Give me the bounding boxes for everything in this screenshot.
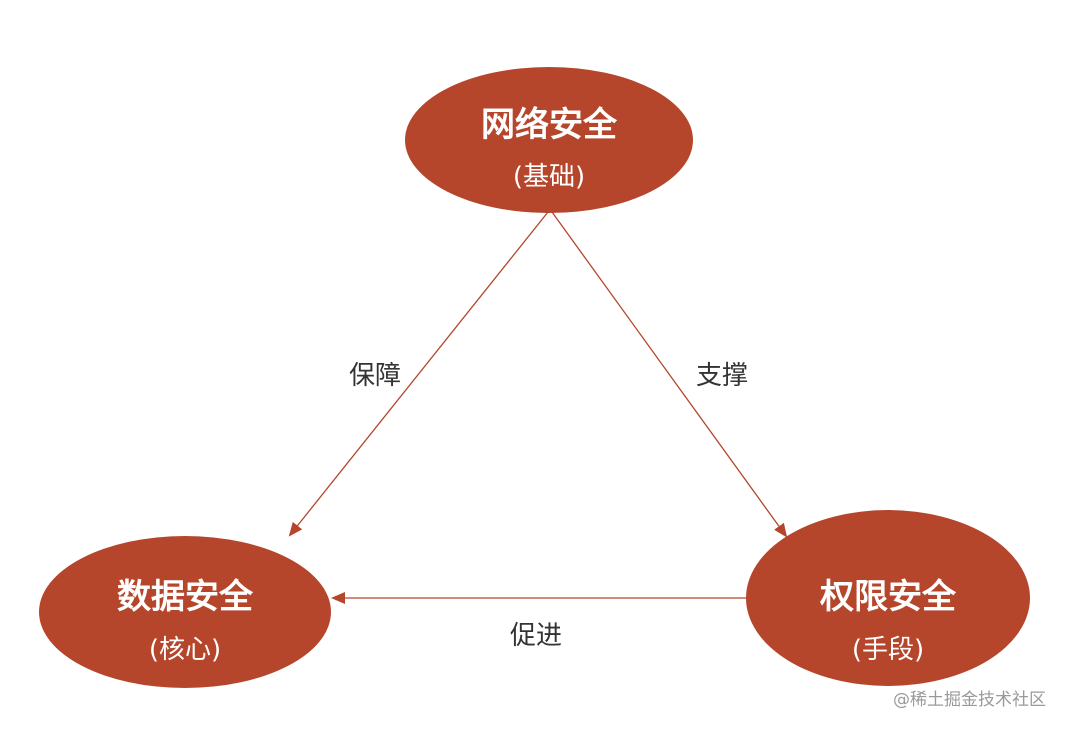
node-network-security: 网络安全 (基础) xyxy=(405,67,693,213)
node-network-ellipse xyxy=(405,67,693,213)
node-data-subtitle: (核心) xyxy=(149,635,221,665)
edge-label-support: 支撑 xyxy=(696,361,748,391)
node-permission-ellipse xyxy=(746,510,1030,686)
node-permission-title: 权限安全 xyxy=(819,577,957,617)
edge-network-to-data xyxy=(288,211,549,537)
node-permission-security: 权限安全 (手段) xyxy=(746,510,1030,686)
node-data-security: 数据安全 (核心) xyxy=(39,536,331,688)
node-data-title: 数据安全 xyxy=(117,577,254,617)
edge-label-promote: 促进 xyxy=(510,621,562,651)
node-data-ellipse xyxy=(39,536,331,688)
watermark-text: @稀土掘金技术社区 xyxy=(893,690,1046,710)
node-network-subtitle: (基础) xyxy=(513,162,585,192)
edge-network-to-permission xyxy=(551,211,788,538)
node-permission-subtitle: (手段) xyxy=(852,635,924,665)
node-network-title: 网络安全 xyxy=(481,105,618,145)
edge-label-guarantee: 保障 xyxy=(349,361,401,391)
